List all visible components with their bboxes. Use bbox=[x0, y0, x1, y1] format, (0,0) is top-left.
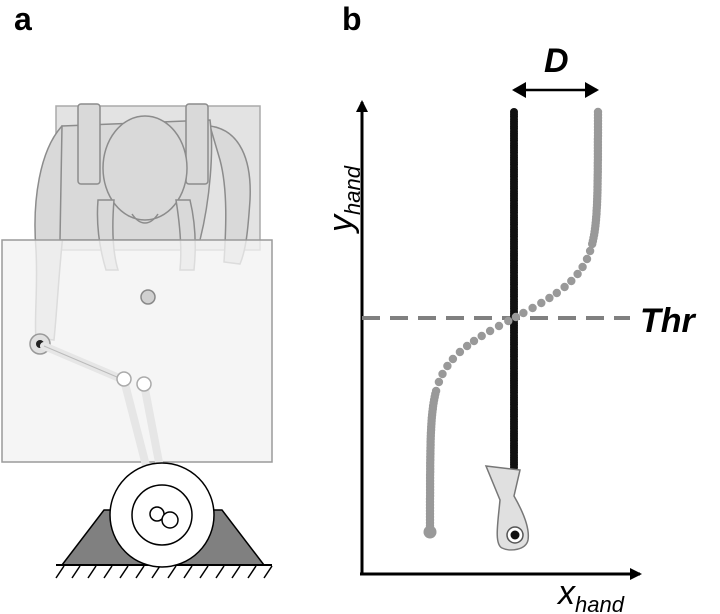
displacement-arrow-left-head bbox=[512, 82, 526, 98]
grey-trajectory-dot bbox=[443, 361, 452, 371]
grey-trajectory-dot bbox=[455, 347, 465, 357]
grey-trajectory-dot bbox=[578, 262, 587, 272]
panel-a-letter: a bbox=[14, 1, 32, 37]
grey-trajectory-dot bbox=[448, 354, 458, 364]
grey-trajectory-dot bbox=[504, 316, 513, 326]
robot-base bbox=[55, 462, 273, 579]
grey-trajectory-dot bbox=[545, 293, 554, 303]
displacement-label: D bbox=[544, 42, 569, 80]
grey-trajectory-dot bbox=[537, 298, 546, 308]
grey-trajectory bbox=[423, 107, 603, 539]
x-axis-symbol: x bbox=[556, 574, 576, 612]
grey-trajectory-dot bbox=[494, 321, 504, 331]
threshold-label: Thr bbox=[640, 302, 697, 340]
grey-trajectory-dot bbox=[485, 326, 495, 336]
x-axis-subscript: hand bbox=[575, 592, 625, 614]
black-trajectory bbox=[510, 108, 518, 472]
grey-trajectory-dot bbox=[573, 269, 582, 279]
panel-b-letter: b bbox=[342, 1, 362, 37]
hand-icon bbox=[484, 465, 530, 551]
grey-trajectory-dot bbox=[528, 303, 537, 313]
grey-trajectory-dot bbox=[593, 107, 603, 117]
grey-trajectory-dot bbox=[438, 369, 447, 379]
y-axis-label: yhand bbox=[322, 165, 365, 234]
grey-trajectory-dot bbox=[511, 312, 521, 322]
y-axis-symbol: y bbox=[322, 213, 360, 234]
grey-trajectory-dot bbox=[519, 308, 528, 318]
grey-trajectory-dot bbox=[567, 276, 576, 286]
grey-trajectory-dot bbox=[434, 377, 444, 387]
panel-a: a bbox=[1, 1, 273, 579]
grey-trajectory-dot bbox=[582, 254, 592, 264]
grey-trajectory-dot bbox=[462, 341, 472, 351]
grey-trajectory-dot bbox=[469, 336, 479, 346]
panel-b: b yhand xhand Thr D bbox=[322, 1, 697, 614]
svg-text:yhand: yhand bbox=[322, 165, 365, 234]
target-icon bbox=[140, 289, 156, 305]
x-axis-label: xhand bbox=[556, 574, 625, 614]
grey-trajectory-dot bbox=[552, 288, 561, 298]
displacement-arrow-right-head bbox=[585, 82, 599, 98]
grey-trajectory-dot bbox=[431, 386, 441, 396]
y-axis-subscript: hand bbox=[340, 165, 365, 215]
grey-trajectory-dot bbox=[560, 282, 569, 292]
grey-trajectory-start bbox=[423, 525, 437, 539]
grey-trajectory-dot bbox=[585, 246, 595, 256]
grey-trajectory-dot bbox=[477, 331, 486, 341]
